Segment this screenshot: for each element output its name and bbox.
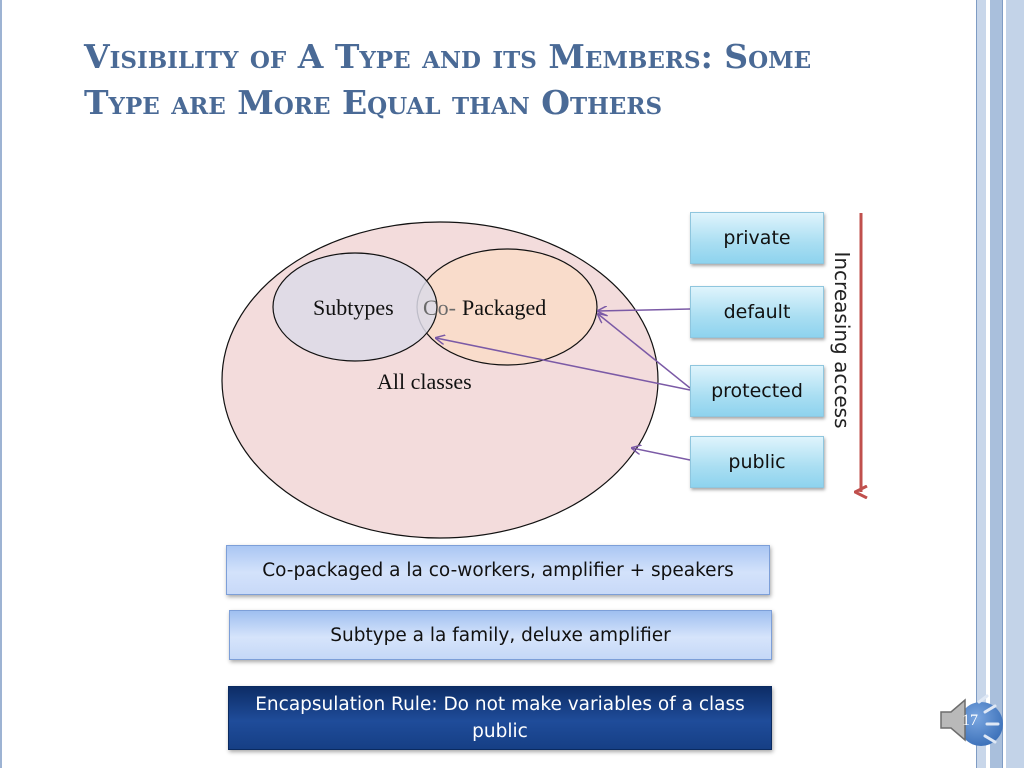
page-number: 17	[962, 712, 978, 729]
increasing-access-label: Increasing access	[830, 251, 854, 429]
left-border	[0, 0, 2, 768]
access-box-protected: protected	[690, 365, 824, 417]
decor-line	[976, 0, 977, 768]
copackaged-prefix-label: Co-	[423, 295, 456, 320]
access-box-private: private	[690, 212, 824, 264]
decor-stripe	[990, 0, 1002, 768]
speaker-icon[interactable]	[935, 684, 1005, 754]
subtypes-label: Subtypes	[313, 295, 394, 320]
decor-stripe	[1002, 0, 1006, 768]
decor-stripe	[986, 0, 990, 768]
all-classes-label: All classes	[377, 369, 472, 394]
subtypes-ellipse	[272, 252, 438, 362]
decor-stripe	[976, 0, 986, 768]
arrow-protected-to-subtypes	[436, 338, 691, 391]
arrow-public-to-all-classes	[632, 448, 691, 461]
copackaged-label: Packaged	[462, 295, 546, 320]
note-subtype: Subtype a la family, deluxe amplifier	[229, 610, 772, 660]
note-copackaged: Co-packaged a la co-workers, amplifier +…	[226, 545, 770, 595]
arrow-protected-to-copackaged	[598, 314, 691, 389]
note-encapsulation: Encapsulation Rule: Do not make variable…	[228, 686, 772, 750]
title-line-1: Visibility of A Type and its Members: So…	[84, 37, 812, 76]
access-box-public: public	[690, 436, 824, 488]
access-box-default: default	[690, 286, 824, 338]
decor-stripe	[1006, 0, 1024, 768]
decor-line	[1002, 0, 1003, 768]
slide-title: Visibility of A Type and its Members: So…	[84, 34, 964, 126]
arrow-default-to-copackaged	[598, 309, 691, 311]
title-line-2: Type are More Equal than Others	[84, 83, 663, 122]
